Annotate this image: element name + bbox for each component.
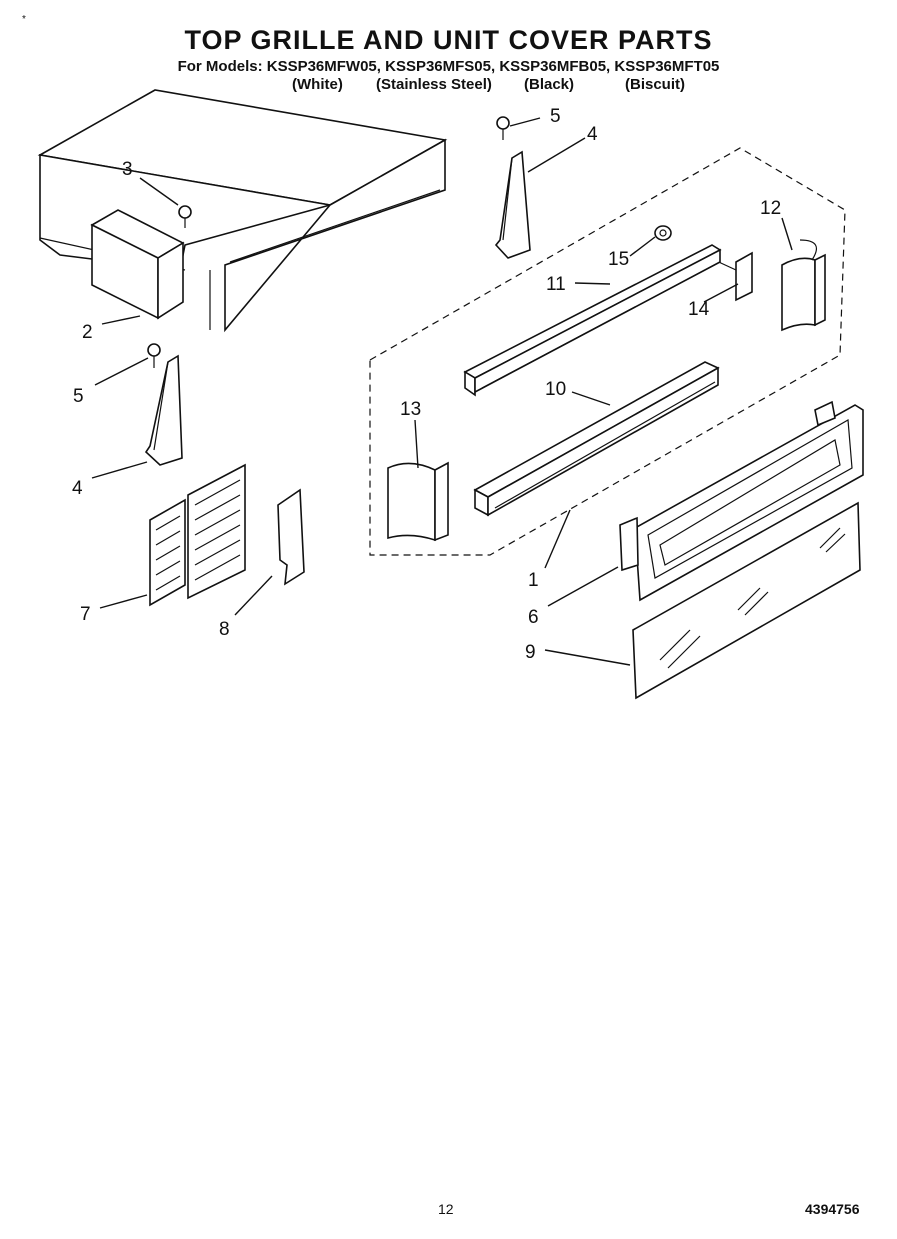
part-7-grille-filter <box>149 463 246 607</box>
page-title: TOP GRILLE AND UNIT COVER PARTS <box>184 25 713 55</box>
part-6-grille-frame <box>619 400 864 602</box>
leader-lines <box>91 117 793 666</box>
part-4-bracket-lower <box>144 354 183 466</box>
callout-12: 12 <box>760 198 781 219</box>
part-4-bracket-upper <box>494 150 531 259</box>
callout-5-upper: 5 <box>550 106 561 127</box>
callout-10: 10 <box>545 379 566 400</box>
page-number: 12 <box>438 1201 454 1217</box>
models-line: For Models: KSSP36MFW05, KSSP36MFS05, KS… <box>177 58 720 75</box>
color-black: (Black) <box>524 76 575 93</box>
callout-9: 9 <box>525 642 536 663</box>
color-stainless: (Stainless Steel) <box>376 76 492 93</box>
part-9-glass-panel <box>632 501 861 700</box>
part-13-end-cap-left <box>387 461 449 542</box>
callout-15: 15 <box>608 249 629 270</box>
part-5-screw-upper <box>496 116 510 140</box>
part-12-end-cap-right <box>781 239 826 332</box>
callout-5-lower: 5 <box>73 386 84 407</box>
part-8-panel <box>277 488 305 586</box>
callout-4-lower: 4 <box>72 478 83 499</box>
color-white: (White) <box>292 76 343 93</box>
document-number: 4394756 <box>805 1201 860 1217</box>
callout-2: 2 <box>82 322 93 343</box>
callout-3: 3 <box>122 159 133 180</box>
callout-4-upper: 4 <box>587 124 598 145</box>
part-10-channel <box>473 361 720 517</box>
callout-labels: 1 2 3 4 4 5 5 6 7 8 9 10 11 12 13 14 15 <box>72 106 781 663</box>
unit-cover-housing <box>37 89 448 333</box>
color-row: (White) (Stainless Steel) (Black) (Biscu… <box>0 76 897 94</box>
part-2-control-box <box>90 209 185 320</box>
callout-8: 8 <box>219 619 230 640</box>
callout-14: 14 <box>688 299 710 320</box>
part-11-channel <box>463 244 722 397</box>
assembly-1-boundary <box>369 147 846 556</box>
callout-13: 13 <box>400 399 421 420</box>
part-15-nut <box>654 225 672 241</box>
corner-mark: * <box>22 14 26 25</box>
part-3-screw <box>178 205 192 228</box>
part-5-screw-lower <box>147 343 161 368</box>
callout-11: 11 <box>546 274 566 295</box>
callout-7: 7 <box>80 604 91 625</box>
callout-6: 6 <box>528 607 539 628</box>
callout-1: 1 <box>528 570 539 591</box>
page-header: TOP GRILLE AND UNIT COVER PARTS For Mode… <box>0 24 897 94</box>
color-biscuit: (Biscuit) <box>625 76 685 93</box>
